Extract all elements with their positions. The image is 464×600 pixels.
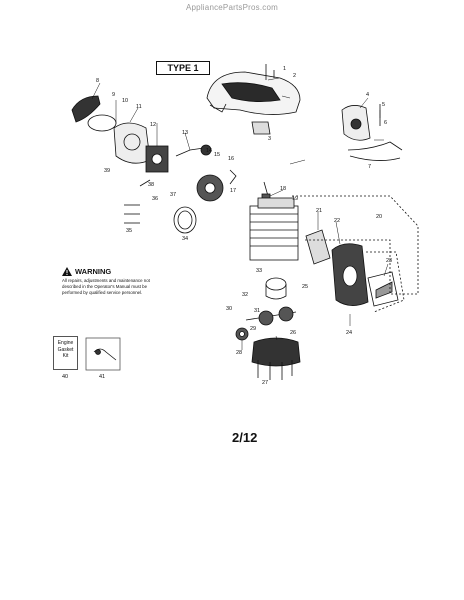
accessory-number: 41: [99, 374, 106, 380]
warning-triangle-icon: [62, 267, 72, 276]
crankshaft-part: [245, 306, 297, 326]
gasket-kit-accessory: [85, 337, 121, 371]
spark-arrestor-part: [367, 271, 399, 307]
callout-24: 24: [346, 330, 352, 336]
kit-label-line: Gasket: [57, 346, 74, 353]
callout-35: 35: [126, 228, 132, 234]
starter-housing-part: [113, 122, 151, 164]
ignition-wire-part: [347, 141, 403, 161]
bolts-part: [124, 179, 151, 224]
cylinder-part: [249, 197, 299, 261]
type-label: TYPE 1: [156, 61, 210, 75]
callout-20: 20: [376, 214, 382, 220]
starter-handle-part: [71, 95, 117, 132]
callout-39: 39: [104, 168, 110, 174]
callout-21: 21: [316, 208, 322, 214]
callout-38: 38: [148, 182, 154, 188]
muffler-part: [331, 243, 369, 306]
callout-18: 18: [280, 186, 286, 192]
callout-37: 37: [170, 192, 176, 198]
callout-9: 9: [112, 92, 115, 98]
callout-1: 1: [283, 66, 286, 72]
callout-30: 30: [226, 306, 232, 312]
warning-line: described in the Operator's Manual must …: [62, 284, 148, 289]
callout-17: 17: [230, 188, 236, 194]
callout-2: 2: [293, 73, 296, 79]
callout-22: 22: [334, 218, 340, 224]
callout-31: 31: [254, 308, 260, 314]
warning-notice: WARNING All repairs, adjustments and mai…: [62, 267, 168, 296]
warning-line: performed by qualified service personnel…: [62, 290, 143, 295]
callout-4: 4: [366, 92, 369, 98]
callout-11: 11: [136, 104, 142, 110]
callout-14: 14: [206, 148, 212, 154]
callout-7: 7: [368, 164, 371, 170]
muffler-gasket-part: [305, 229, 331, 265]
callout-23: 23: [386, 258, 392, 264]
callout-32: 32: [242, 292, 248, 298]
callout-15: 15: [214, 152, 220, 158]
clutch-drum-part: [173, 206, 197, 234]
kit-number: 40: [62, 374, 69, 380]
filter-pad-part: [251, 121, 271, 135]
engine-gasket-kit-box: Engine Gasket Kit: [53, 336, 78, 370]
crankcase-part: [251, 337, 301, 380]
callout-5: 5: [382, 102, 385, 108]
callout-19: 19: [292, 196, 298, 202]
callout-13: 13: [182, 130, 188, 136]
callout-33: 33: [256, 268, 262, 274]
callout-25: 25: [302, 284, 308, 290]
top-cover-part: [206, 71, 301, 115]
callout-3: 3: [268, 136, 271, 142]
callout-27: 27: [262, 380, 268, 386]
kit-label-line: Kit: [62, 353, 69, 359]
ignition-module-part: [341, 105, 371, 141]
piston-part: [265, 277, 287, 300]
warning-title: WARNING: [75, 267, 112, 276]
callout-10: 10: [122, 98, 128, 104]
callout-36: 36: [152, 196, 158, 202]
callout-6: 6: [384, 120, 387, 126]
callout-8: 8: [96, 78, 99, 84]
callout-34: 34: [182, 236, 188, 242]
kit-label-line: Engine: [57, 340, 74, 346]
oil-seal-part: [235, 327, 249, 341]
bracket-part: [229, 169, 237, 185]
callout-16: 16: [228, 156, 234, 162]
warning-line: All repairs, adjustments and maintenance…: [62, 278, 150, 283]
callout-26: 26: [290, 330, 296, 336]
flywheel-part: [196, 174, 224, 202]
page-number: 2/12: [232, 430, 258, 445]
callout-12: 12: [150, 122, 156, 128]
carburetor-part: [145, 145, 169, 173]
callout-29: 29: [250, 326, 256, 332]
callout-28: 28: [236, 350, 242, 356]
watermark: AppliancePartsPros.com: [186, 3, 278, 12]
